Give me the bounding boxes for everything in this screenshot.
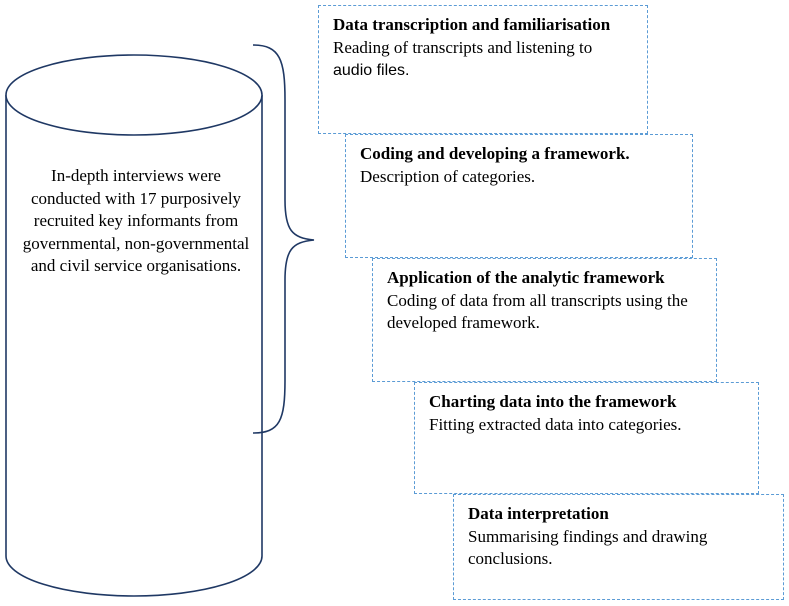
step-description-continued: audio files.	[333, 62, 410, 79]
step-description: Description of categories.	[360, 166, 536, 186]
curly-bracket	[252, 44, 315, 434]
step-title: Data interpretation	[468, 504, 609, 523]
step-description: Coding of data from all transcripts usin…	[387, 290, 688, 333]
step-title: Application of the analytic framework	[387, 268, 665, 287]
step-title: Data transcription and familiarisation	[333, 15, 611, 34]
data-cylinder	[5, 54, 263, 597]
step-title: Charting data into the framework	[429, 392, 677, 411]
step-title: Coding and developing a framework.	[360, 144, 630, 163]
step-data-transcription: Data transcription and familiarisation R…	[318, 5, 648, 134]
step-application-framework: Application of the analytic framework Co…	[372, 258, 717, 382]
step-description: Fitting extracted data into categories.	[429, 414, 682, 434]
step-description: Summarising findings and drawing conclus…	[468, 526, 708, 569]
cylinder-top	[5, 54, 263, 136]
step-coding-framework: Coding and developing a framework. Descr…	[345, 134, 693, 258]
source-description: In-depth interviews were conducted with …	[22, 166, 250, 275]
step-charting-data: Charting data into the framework Fitting…	[414, 382, 759, 494]
step-description-text: Reading of transcripts and listening to	[333, 37, 593, 57]
cylinder-body	[5, 95, 263, 597]
step-description: Reading of transcripts and listening to a…	[333, 37, 635, 83]
step-data-interpretation: Data interpretation Summarising findings…	[453, 494, 784, 600]
